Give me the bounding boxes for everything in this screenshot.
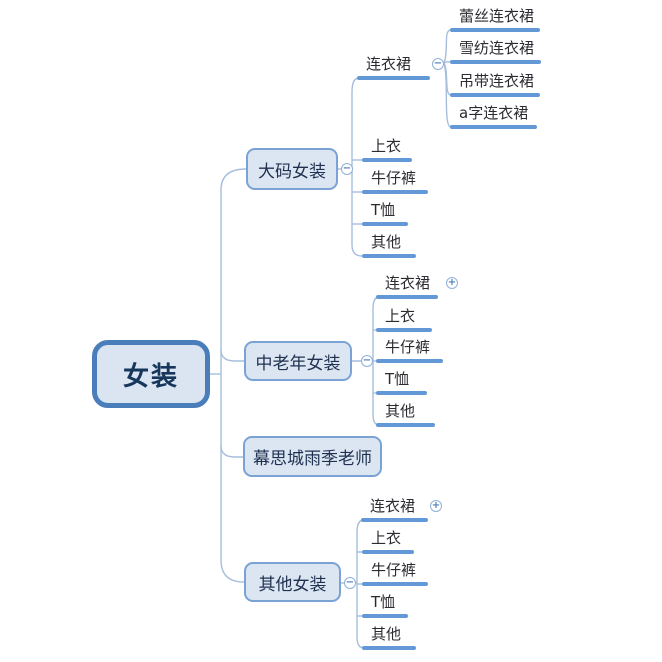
topic-underline	[362, 582, 428, 586]
subtopic-label: 牛仔裤	[371, 169, 417, 187]
collapse-icon[interactable]: −	[432, 58, 444, 70]
subtopic-b2-tops[interactable]: 上衣	[376, 308, 432, 332]
subtopic-label: 上衣	[371, 137, 402, 155]
subtopic-label: 其他	[385, 402, 416, 420]
branch-topic-middle-aged[interactable]: 中老年女装	[244, 341, 352, 381]
topic-underline	[362, 222, 408, 226]
topic-underline	[362, 614, 408, 618]
branch-topic-label: 其他女装	[258, 574, 327, 595]
minus-glyph: −	[342, 163, 352, 174]
topic-underline	[450, 60, 541, 64]
branch-topic-label: 大码女装	[258, 161, 326, 182]
subtopic-b1-dress[interactable]: 连衣裙	[357, 56, 430, 80]
subtopic-b1-jeans[interactable]: 牛仔裤	[362, 170, 428, 194]
subtopic-b4-tops[interactable]: 上衣	[362, 530, 414, 554]
branch-topic-label: 中老年女装	[255, 353, 341, 374]
connector-branch2	[220, 349, 244, 362]
expand-icon[interactable]: +	[446, 277, 458, 289]
subtopic-label: 上衣	[385, 307, 416, 325]
connector-b1-trunk	[351, 77, 363, 257]
topic-underline	[362, 646, 416, 650]
subtopic-label: 其他	[371, 625, 402, 643]
subtopic-b1-tshirt[interactable]: T恤	[362, 202, 408, 226]
subtopic-label: T恤	[371, 593, 396, 611]
minus-glyph: −	[362, 355, 372, 366]
topic-underline	[362, 254, 416, 258]
branch-topic-plus-size[interactable]: 大码女装	[246, 148, 338, 190]
root-topic[interactable]: 女装	[92, 340, 210, 408]
leaftopic-label: 雪纺连衣裙	[459, 39, 535, 57]
plus-glyph: +	[447, 277, 457, 288]
subtopic-b4-jeans[interactable]: 牛仔裤	[362, 562, 428, 586]
subtopic-label: 牛仔裤	[371, 561, 417, 579]
expand-icon[interactable]: +	[430, 500, 442, 512]
subtopic-label: 连衣裙	[385, 274, 431, 292]
topic-underline	[362, 550, 414, 554]
topic-underline	[376, 423, 435, 427]
subtopic-label: 连衣裙	[366, 55, 412, 73]
subtopic-label: 上衣	[371, 529, 402, 547]
subtopic-b1-tops[interactable]: 上衣	[362, 138, 412, 162]
leaftopic-strap-dress[interactable]: 吊带连衣裙	[450, 73, 540, 97]
collapse-icon[interactable]: −	[361, 355, 373, 367]
connector-branch3	[220, 445, 243, 458]
minus-glyph: −	[433, 58, 443, 69]
leaftopic-label: 吊带连衣裙	[459, 72, 535, 90]
leaftopic-aline-dress[interactable]: a字连衣裙	[450, 105, 537, 129]
leaftopic-lace-dress[interactable]: 蕾丝连衣裙	[450, 8, 540, 32]
minus-glyph: −	[345, 577, 355, 588]
collapse-icon[interactable]: −	[341, 163, 353, 175]
leaftopic-chiffon-dress[interactable]: 雪纺连衣裙	[450, 40, 541, 64]
topic-underline	[362, 190, 428, 194]
topic-underline	[450, 93, 540, 97]
subtopic-b4-other[interactable]: 其他	[362, 626, 416, 650]
topic-underline	[376, 391, 427, 395]
subtopic-b2-other[interactable]: 其他	[376, 403, 435, 427]
topic-underline	[376, 328, 432, 332]
topic-underline	[357, 76, 430, 80]
subtopic-label: 连衣裙	[370, 497, 416, 515]
branch-topic-musicheng[interactable]: 幕思城雨季老师	[243, 436, 382, 477]
collapse-icon[interactable]: −	[344, 577, 356, 589]
topic-underline	[362, 158, 412, 162]
subtopic-b1-other[interactable]: 其他	[362, 234, 416, 258]
connector-leaf2	[443, 61, 452, 64]
subtopic-b4-tshirt[interactable]: T恤	[362, 594, 408, 618]
topic-underline	[376, 359, 443, 363]
root-topic-label: 女装	[122, 361, 179, 392]
leaftopic-label: 蕾丝连衣裙	[459, 7, 535, 25]
subtopic-b2-tshirt[interactable]: T恤	[376, 371, 427, 395]
plus-glyph: +	[431, 500, 441, 511]
subtopic-label: T恤	[385, 370, 410, 388]
subtopic-b2-dress[interactable]: 连衣裙	[376, 275, 438, 299]
subtopic-label: 牛仔裤	[385, 338, 431, 356]
subtopic-label: 其他	[371, 233, 402, 251]
connector-leaf1	[443, 29, 452, 64]
subtopic-b4-dress[interactable]: 连衣裙	[361, 498, 428, 522]
subtopic-b2-jeans[interactable]: 牛仔裤	[376, 339, 443, 363]
topic-underline	[361, 518, 428, 522]
topic-underline	[450, 28, 540, 32]
leaftopic-label: a字连衣裙	[459, 104, 529, 122]
subtopic-label: T恤	[371, 201, 396, 219]
topic-underline	[450, 125, 537, 129]
branch-topic-other-women[interactable]: 其他女装	[244, 562, 341, 602]
connector-main-trunk	[220, 168, 247, 583]
topic-underline	[376, 295, 438, 299]
branch-topic-label: 幕思城雨季老师	[253, 449, 372, 469]
connector-leaf4	[443, 62, 452, 128]
